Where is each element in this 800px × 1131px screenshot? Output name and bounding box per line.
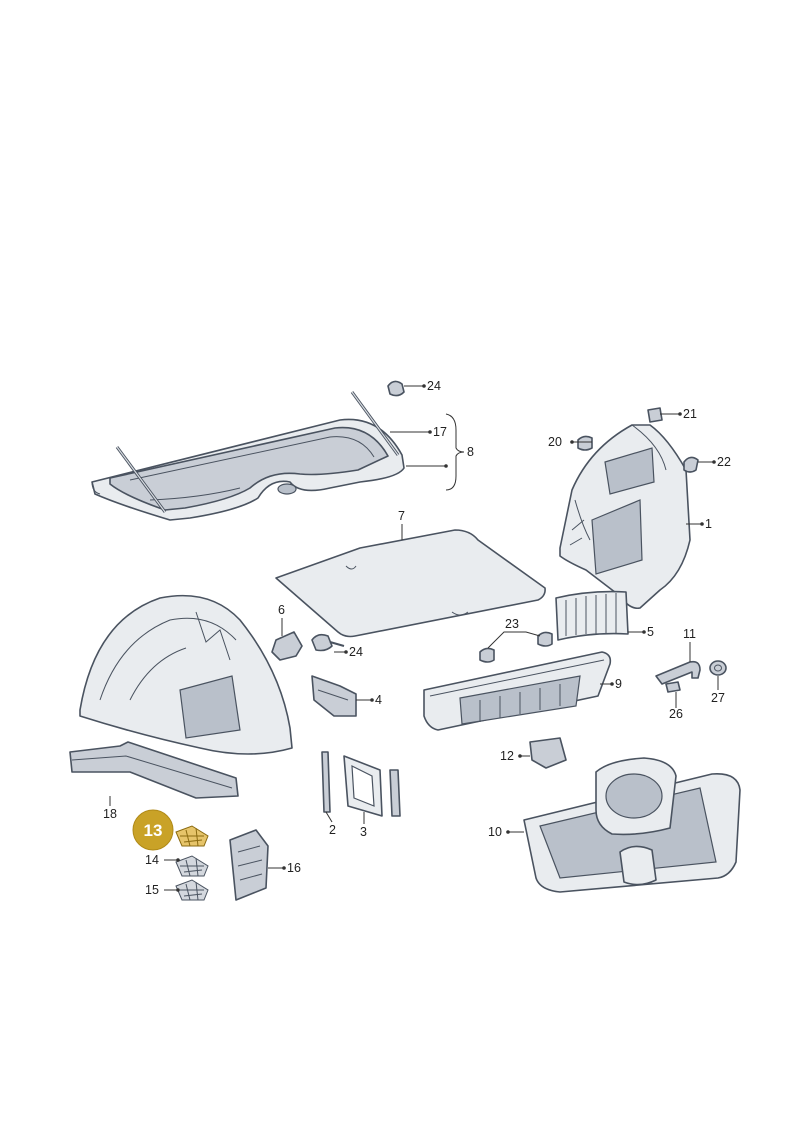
callout-4: 4 [375, 693, 382, 707]
clip-21-part [577, 435, 593, 451]
bracket-4-part [311, 675, 357, 717]
callout-labels: 24 17 8 7 20 21 22 1 5 6 24 23 4 9 11 26… [103, 379, 731, 897]
grille-cover-part [555, 590, 629, 641]
sound-panel-part [229, 829, 269, 901]
callout-25: 24 [349, 645, 363, 659]
callout-11: 11 [683, 627, 696, 641]
highlighted-callout-13: 13 [132, 809, 174, 851]
callout-6: 6 [278, 603, 285, 617]
leader-dots [176, 384, 716, 892]
clip-22-part [647, 407, 663, 423]
clip-23-part [683, 456, 699, 473]
callout-20: 24 [427, 379, 441, 393]
spare-wheel-cover-part [523, 757, 741, 893]
callout-7: 7 [398, 509, 405, 523]
sill-cover-part [423, 651, 612, 731]
callout-23: 22 [717, 455, 731, 469]
gas-strut-part [115, 391, 400, 513]
net-14-part [175, 855, 209, 877]
callout-21: 20 [548, 435, 562, 449]
cover-12-part [529, 737, 567, 769]
callout-9: 9 [615, 677, 622, 691]
trim-strip-part [321, 751, 331, 813]
floor-mat-part [275, 529, 546, 638]
callout-12: 12 [500, 749, 514, 763]
net-13-part [175, 825, 209, 847]
side-trim-right-part [559, 424, 691, 610]
callout-3: 3 [360, 825, 367, 839]
long-trim-part [69, 741, 239, 799]
parcel-shelf-part [91, 418, 405, 521]
clip-part [387, 380, 405, 397]
callout-1: 1 [705, 517, 712, 531]
callout-13: 13 [144, 821, 163, 840]
callout-22: 21 [683, 407, 697, 421]
frame-part [343, 755, 383, 817]
callout-26: 26 [669, 707, 683, 721]
plug-part [311, 633, 345, 652]
callout-27: 27 [711, 691, 725, 705]
callout-14: 14 [145, 853, 159, 867]
leader-lines [109, 385, 719, 891]
screw-part [665, 681, 681, 693]
net-15-part [175, 879, 209, 901]
callout-2: 2 [329, 823, 336, 837]
callout-15: 15 [145, 883, 159, 897]
callout-24: 23 [505, 617, 519, 631]
clip-24-part [479, 631, 553, 663]
grommet-part [709, 660, 727, 676]
trim-strip-2-part [389, 769, 401, 817]
wheel-arch-trim-part [79, 594, 293, 755]
callout-8: 8 [467, 445, 474, 459]
bracket-part [271, 631, 303, 661]
callout-18: 18 [103, 807, 117, 821]
callout-17: 17 [433, 425, 447, 439]
callout-5: 5 [647, 625, 654, 639]
callout-16: 16 [287, 861, 301, 875]
callout-10: 10 [488, 825, 502, 839]
handle-part [655, 660, 701, 685]
